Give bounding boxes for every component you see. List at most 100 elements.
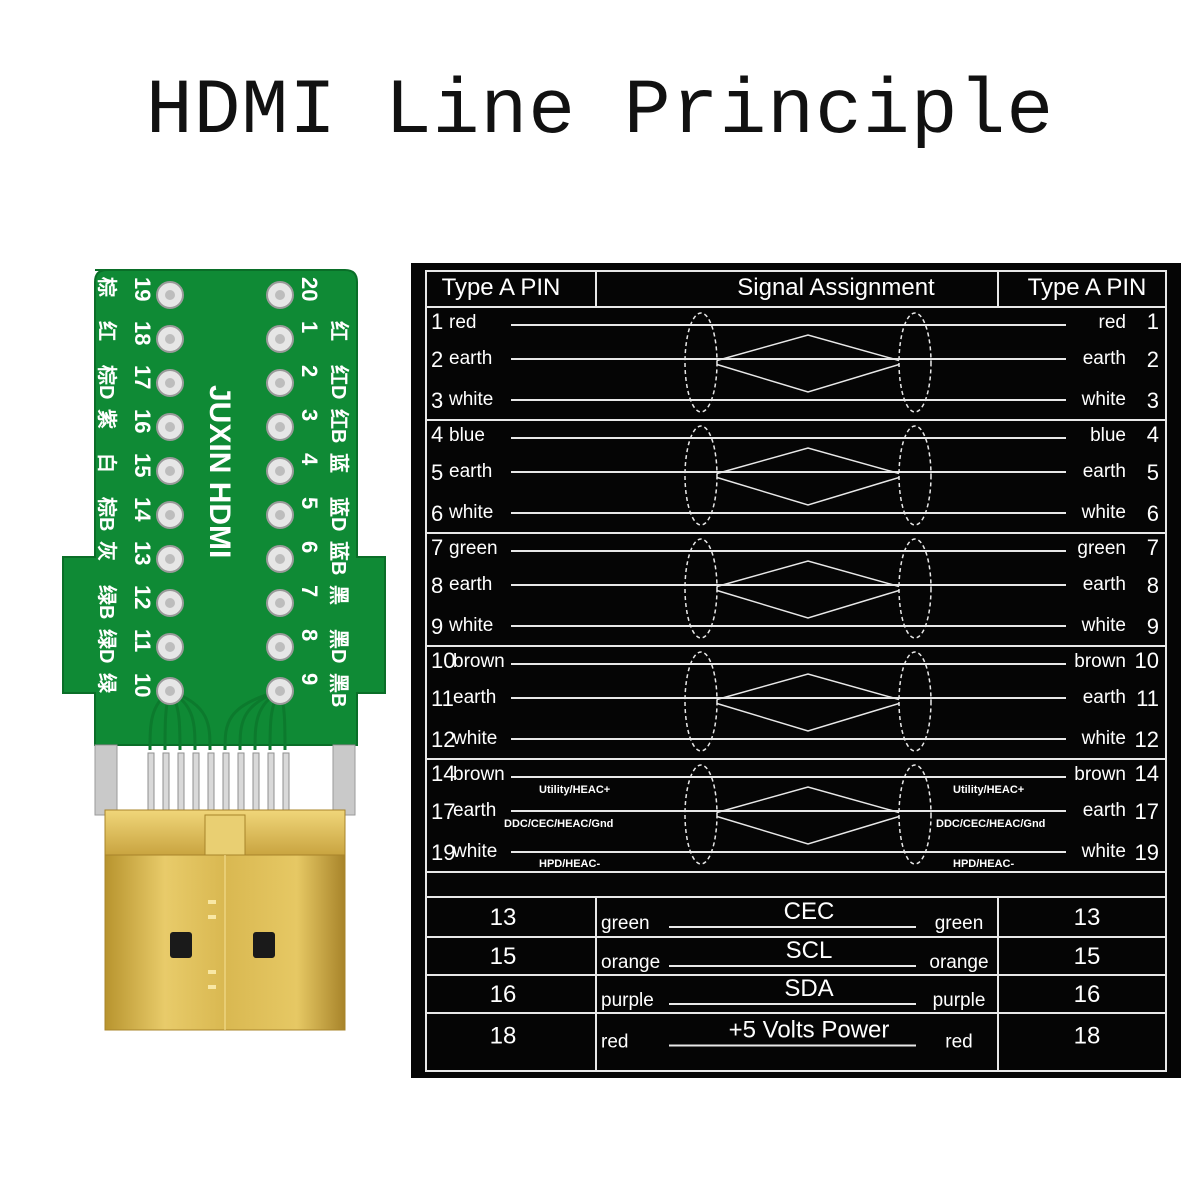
right-pin-number: 9 — [1147, 614, 1159, 639]
right-pin-number: 6 — [1147, 501, 1159, 526]
right-pin-number: 11 — [1136, 686, 1159, 711]
header-left-pin: Type A PIN — [442, 274, 561, 301]
right-pad-label: 3 — [297, 409, 322, 421]
right-pad-5: 5 蓝D — [266, 497, 350, 531]
right-pin-number: 5 — [1147, 460, 1159, 485]
left-pad-color-label: 灰 — [95, 541, 119, 561]
right-wire-color: white — [1081, 615, 1126, 636]
twist-line — [716, 447, 900, 475]
right-wire-color: orange — [929, 952, 988, 973]
right-pad-color-label: 红B — [327, 409, 351, 443]
twist-line — [716, 673, 900, 701]
pair-ellipse-right — [898, 425, 932, 526]
left-pad-label: 13 — [130, 541, 155, 565]
twist-line — [716, 560, 900, 588]
left-wire-color: orange — [601, 952, 660, 973]
right-pad-label: 6 — [297, 541, 322, 553]
left-wire-color: white — [448, 615, 493, 636]
signal-label-right: HPD/HEAC- — [953, 858, 1014, 870]
right-pad-label: 7 — [297, 585, 322, 597]
right-pad-label: 9 — [297, 673, 322, 685]
right-pin-number: 15 — [1074, 943, 1101, 970]
right-pad-label: 20 — [297, 277, 322, 301]
right-pin-number: 16 — [1074, 981, 1101, 1008]
signal-name: CEC — [784, 898, 835, 925]
hdmi-plug — [104, 809, 346, 1031]
left-pin-number: 7 — [431, 535, 443, 560]
left-pin-number: 19 — [431, 840, 455, 865]
pad-hole — [275, 510, 285, 520]
right-pad-color-label: 蓝D — [327, 497, 350, 531]
trace — [223, 689, 281, 751]
left-pad-13: 13 灰 — [95, 541, 184, 573]
contact-pin — [267, 752, 275, 814]
pad-hole — [165, 422, 175, 432]
twist-line — [716, 786, 900, 814]
left-pin-number: 18 — [490, 1023, 517, 1050]
left-pad-11: 11 绿D — [95, 629, 184, 663]
right-wire-color: blue — [1090, 425, 1126, 446]
left-wire-color: blue — [449, 425, 485, 446]
left-pad-color-label: 绿D — [95, 629, 119, 663]
twist-line — [716, 589, 900, 619]
contact-pin — [177, 752, 185, 814]
pad-hole — [275, 686, 285, 696]
right-wire-color: green — [1077, 538, 1126, 559]
left-pin-number: 4 — [431, 422, 443, 447]
right-pin-number: 19 — [1135, 840, 1159, 865]
right-pin-number: 7 — [1147, 535, 1159, 560]
board-brand: JUXIN HDMI — [203, 385, 236, 558]
right-pin-number: 1 — [1147, 309, 1159, 334]
right-wire-color: earth — [1083, 461, 1126, 482]
left-wire-color: earth — [453, 687, 496, 708]
right-pad-color-label: 黑B — [327, 673, 350, 707]
left-pin-number: 14 — [431, 761, 455, 786]
left-pin-number: 1 — [431, 309, 443, 334]
right-pad-label: 8 — [297, 629, 322, 641]
pair-ellipse-left — [684, 764, 718, 865]
twist-line — [716, 476, 900, 506]
left-pad-label: 10 — [130, 673, 155, 697]
left-wire-color: white — [448, 502, 493, 523]
right-pad-label: 5 — [297, 497, 322, 509]
contact-pin — [282, 752, 290, 814]
left-pin-number: 13 — [490, 904, 517, 931]
pad-hole — [275, 554, 285, 564]
pair-ellipse-right — [898, 651, 932, 752]
right-pad-9: 9 黑B — [266, 673, 350, 707]
signal-name: SCL — [786, 937, 833, 964]
left-pad-color-label: 棕B — [95, 497, 119, 531]
hdmi-breakout-board: JUXIN HDMI 19棕18红17棕D16紫15白14棕B13灰12绿B11… — [62, 269, 386, 1031]
left-pad-label: 11 — [130, 629, 155, 652]
right-wire-color: red — [1099, 312, 1126, 333]
page-title: HDMI Line Principle — [145, 68, 1055, 156]
right-pad-label: 1 — [297, 321, 322, 333]
left-wire-color: white — [452, 841, 497, 862]
right-wire-color: brown — [1074, 764, 1126, 785]
right-pad-3: 3 红B — [266, 409, 351, 443]
pair-ellipse-left — [684, 312, 718, 413]
left-pin-number: 3 — [431, 388, 443, 413]
left-pad-color-label: 绿B — [95, 585, 119, 619]
pair-ellipse-left — [684, 651, 718, 752]
contact-pin — [162, 752, 170, 814]
left-pin-number: 16 — [490, 981, 517, 1008]
left-wire-color: red — [601, 1032, 628, 1053]
right-mount-tab — [332, 744, 356, 816]
left-pin-number: 11 — [431, 686, 454, 711]
left-pin-number: 12 — [431, 727, 455, 752]
pad-hole — [275, 334, 285, 344]
left-pin-number: 5 — [431, 460, 443, 485]
pad-hole — [165, 290, 175, 300]
left-pad-color-label: 棕D — [95, 365, 119, 399]
diagram-background — [411, 263, 1181, 1078]
